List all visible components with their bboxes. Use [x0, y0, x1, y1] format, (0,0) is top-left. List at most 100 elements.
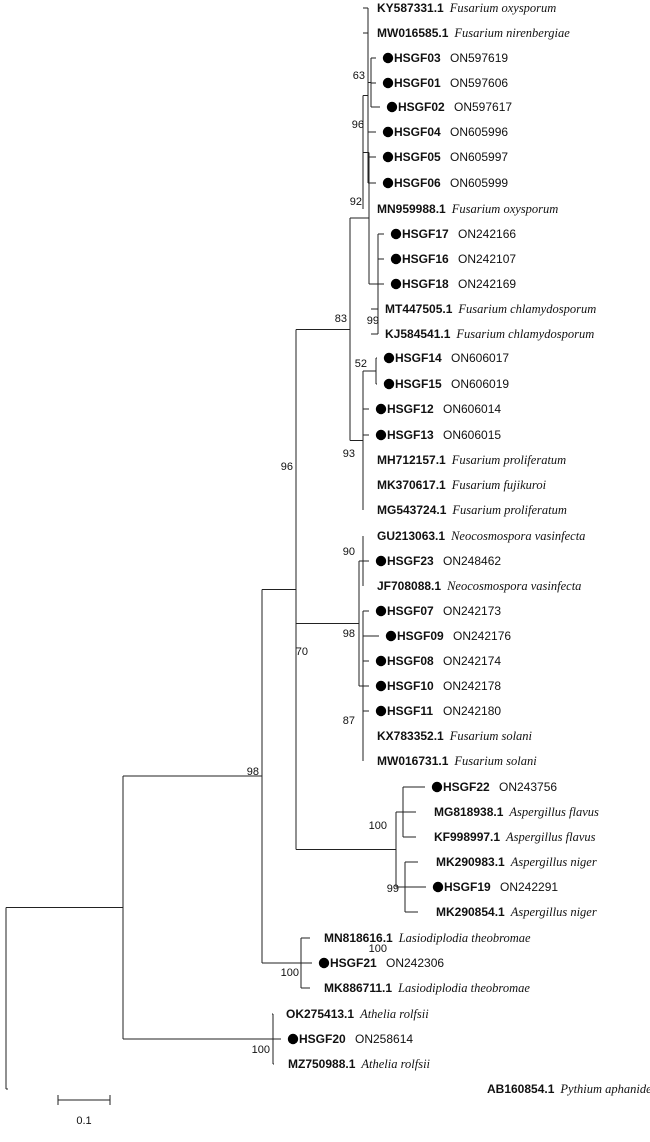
taxon-accession: KY587331.1: [377, 1, 444, 15]
taxon-accession: HSGF14: [395, 351, 442, 365]
taxon-accession: HSGF22: [443, 780, 490, 794]
taxon-accession: HSGF01: [394, 76, 441, 90]
taxon-accession: HSGF21: [330, 956, 377, 970]
taxon-accession: HSGF20: [299, 1032, 346, 1046]
taxon-species: Lasiodiplodia theobromae: [397, 981, 530, 995]
taxon-species: Fusarium proliferatum: [451, 453, 566, 467]
bootstrap-value: 100: [252, 1044, 270, 1056]
taxon-species: Fusarium chlamydosporum: [457, 302, 596, 316]
taxon-genbank-accession: ON605996: [450, 125, 508, 139]
taxon-species: Fusarium oxysporum: [449, 1, 557, 15]
taxon-genbank-accession: ON597619: [450, 51, 508, 65]
bootstrap-value: 100: [369, 943, 387, 955]
bootstrap-value: 93: [343, 448, 355, 460]
isolate-marker-dot: [375, 429, 387, 441]
taxon-species: Fusarium fujikuroi: [451, 478, 547, 492]
taxon-accession: MK886711.1: [324, 981, 392, 995]
bootstrap-value: 83: [335, 313, 347, 325]
scale-bar-label: 0.1: [76, 1115, 91, 1127]
taxon-genbank-accession: ON597617: [454, 100, 512, 114]
taxon-genbank-accession: ON242169: [458, 277, 516, 291]
bootstrap-value: 99: [387, 883, 399, 895]
isolate-marker-dot: [385, 630, 397, 642]
taxon-accession: MN818616.1: [324, 931, 393, 945]
taxon-species: Fusarium solani: [449, 729, 533, 743]
isolate-marker-dot: [383, 352, 395, 364]
isolate-marker-dot: [375, 555, 387, 567]
taxon-genbank-accession: ON606019: [451, 377, 509, 391]
isolate-marker-dot: [390, 253, 402, 265]
taxon-species: Pythium aphanidermatum: [559, 1082, 650, 1096]
isolate-marker-dot: [431, 781, 443, 793]
taxon-accession: MG543724.1: [377, 503, 447, 517]
isolate-marker-dot: [432, 881, 444, 893]
isolate-marker-dot: [382, 77, 394, 89]
taxon-species: Athelia rolfsii: [360, 1057, 430, 1071]
taxon-accession: MW016585.1: [377, 26, 449, 40]
taxon-species: Fusarium proliferatum: [451, 503, 566, 517]
taxon-accession: HSGF04: [394, 125, 441, 139]
taxon-species: Aspergillus flavus: [505, 830, 596, 844]
bootstrap-value: 96: [281, 461, 293, 473]
bootstrap-value: 92: [350, 196, 362, 208]
isolate-marker-dot: [382, 126, 394, 138]
taxon-species: Neocosmospora vasinfecta: [450, 529, 585, 543]
taxon-accession: HSGF15: [395, 377, 442, 391]
taxon-genbank-accession: ON606017: [451, 351, 509, 365]
taxon-accession: HSGF08: [387, 654, 434, 668]
taxon-genbank-accession: ON242166: [458, 227, 516, 241]
isolate-marker-dot: [375, 403, 387, 415]
taxon-genbank-accession: ON242178: [443, 679, 501, 693]
taxon-accession: HSGF09: [397, 629, 444, 643]
taxon-accession: HSGF06: [394, 176, 441, 190]
taxon-species: Fusarium chlamydosporum: [455, 327, 594, 341]
bootstrap-value: 52: [355, 358, 367, 370]
taxon-accession: OK275413.1: [286, 1007, 354, 1021]
taxon-accession: KX783352.1: [377, 729, 444, 743]
taxon-species: Neocosmospora vasinfecta: [446, 579, 581, 593]
taxon-genbank-accession: ON242173: [443, 604, 501, 618]
taxon-accession: HSGF10: [387, 679, 434, 693]
taxon-accession: HSGF12: [387, 402, 434, 416]
isolate-marker-dot: [390, 228, 402, 240]
taxon-accession: HSGF17: [402, 227, 449, 241]
isolate-marker-dot: [390, 278, 402, 290]
bootstrap-value: 70: [296, 646, 308, 658]
bootstrap-value: 87: [343, 715, 355, 727]
taxon-species: Fusarium oxysporum: [451, 202, 559, 216]
taxon-accession: MK370617.1: [377, 478, 446, 492]
bootstrap-value: 99: [367, 315, 379, 327]
isolate-marker-dot: [375, 605, 387, 617]
taxon-genbank-accession: ON242291: [500, 880, 558, 894]
taxon-species: Fusarium solani: [453, 754, 537, 768]
taxon-genbank-accession: ON242107: [458, 252, 516, 266]
taxon-accession: HSGF13: [387, 428, 434, 442]
bootstrap-value: 98: [247, 766, 259, 778]
taxon-accession: HSGF07: [387, 604, 434, 618]
taxon-genbank-accession: ON242176: [453, 629, 511, 643]
bootstrap-value: 100: [281, 967, 299, 979]
isolate-marker-dot: [382, 151, 394, 163]
taxon-accession: MZ750988.1: [288, 1057, 356, 1071]
taxon-accession: JF708088.1: [377, 579, 441, 593]
isolate-marker-dot: [375, 705, 387, 717]
isolate-marker-dot: [375, 655, 387, 667]
taxon-genbank-accession: ON258614: [355, 1032, 413, 1046]
taxon-genbank-accession: ON606014: [443, 402, 501, 416]
taxon-genbank-accession: ON242174: [443, 654, 501, 668]
bootstrap-value: 98: [343, 628, 355, 640]
taxon-accession: HSGF11: [387, 704, 433, 718]
taxon-accession: MN959988.1: [377, 202, 446, 216]
tree-branches: [5, 7, 426, 1090]
isolate-marker-dot: [383, 378, 395, 390]
taxon-genbank-accession: ON248462: [443, 554, 501, 568]
taxon-accession: HSGF23: [387, 554, 434, 568]
taxon-accession: MW016731.1: [377, 754, 449, 768]
taxon-accession: AB160854.1: [487, 1082, 555, 1096]
taxon-accession: MT447505.1: [385, 302, 453, 316]
isolate-marker-dot: [375, 680, 387, 692]
taxon-genbank-accession: ON606015: [443, 428, 501, 442]
taxon-accession: MG818938.1: [434, 805, 504, 819]
